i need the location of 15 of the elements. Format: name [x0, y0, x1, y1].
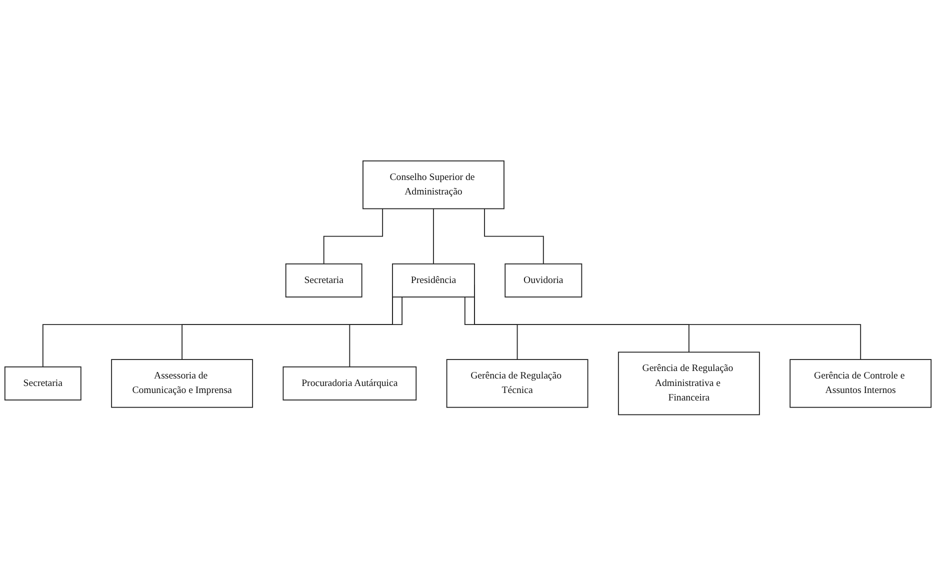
- node-box: Assessoria de Comunicação e Imprensa: [111, 358, 254, 408]
- node-box: Procuradoria Autárquica: [282, 366, 417, 400]
- connector: [323, 208, 384, 264]
- node-box: Conselho Superior de Administração: [362, 160, 504, 209]
- connector: [484, 208, 544, 264]
- connector: [433, 208, 434, 264]
- node-box: Gerência de Regulação Administrativa e Financeira: [618, 351, 760, 415]
- connector: [464, 296, 518, 360]
- node-box: Gerência de Regulação Técnica: [446, 358, 588, 408]
- node-box: Presidência: [392, 263, 475, 298]
- node-box: Secretaria: [4, 366, 82, 400]
- connector: [349, 296, 402, 368]
- node-box: Ouvidoria: [504, 263, 582, 298]
- node-box: Gerência de Controle e Assuntos Internos: [790, 358, 932, 408]
- node-box: Secretaria: [285, 263, 362, 298]
